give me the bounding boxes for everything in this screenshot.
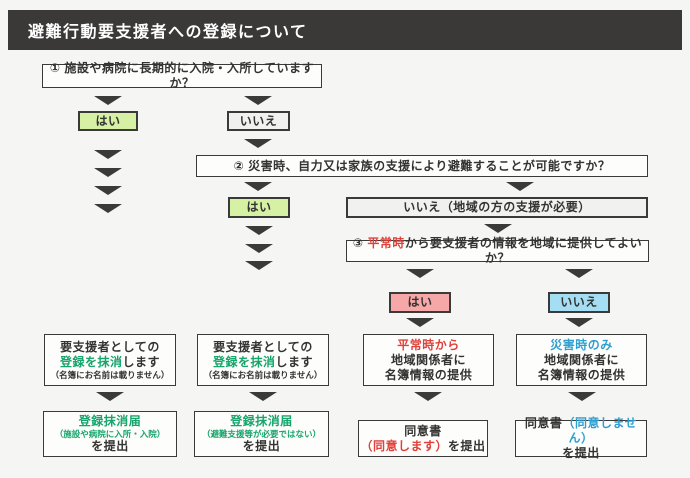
arrow-down-icon [244,96,272,105]
question-3-highlight: 平常時 [367,236,405,250]
question-3-box: ③ 平常時から要支援者の情報を地域に提供してよいか？ [346,236,649,265]
arrow-down-icon [94,186,122,195]
question-3-rest: から要支援者の情報を地域に提供してよいか？ [404,236,643,265]
outcome-green-text: 登録を抹消 [59,354,123,369]
q3-no-label: いいえ [560,295,598,309]
document-title: 登録抹消届 [78,413,142,428]
question-1-box: ① 施設や病院に長期的に入院・入所していますか？ [42,61,322,90]
outcome-cancel-2-box: 要支援者としての 登録を抹消します （名簿にお名前は載りません） [197,334,329,386]
arrow-down-icon [406,318,434,327]
arrow-down-icon [94,96,122,105]
arrow-down-icon [484,224,512,233]
arrow-down-icon [94,204,122,213]
arrow-down-icon [96,392,124,401]
outcome-rest-text: します [122,354,161,369]
arrow-down-icon [94,150,122,159]
q3-no-box: いいえ [548,292,610,313]
outcome-line: 名簿情報の提供 [384,367,473,382]
arrow-down-icon [94,168,122,177]
title-bar: 避難行動要支援者への登録について [8,10,682,50]
outcome-line: 要支援者としての [60,339,160,354]
arrow-down-icon [506,182,534,191]
document-consent-text: （同意します） [360,438,448,453]
document-cancel-1-box: 登録抹消届 （施設や病院に入所・入院） を提出 [43,411,177,457]
document-suffix: を提出 [448,438,486,453]
question-3-prefix: ③ [352,236,368,250]
document-consent-no-box: 同意書（同意しません） を提出 [515,416,647,460]
document-consent-yes-box: 同意書 （同意します）を提出 [358,420,488,457]
outcome-blue-text: 災害時のみ [550,337,613,352]
arrow-down-icon [244,139,272,148]
arrow-down-icon [245,244,273,253]
arrow-down-icon [565,269,593,278]
outcome-red-text: 平常時から [397,337,460,352]
arrow-down-icon [244,182,272,191]
q1-yes-box: はい [78,111,138,131]
arrow-down-icon [565,318,593,327]
q3-yes-label: はい [407,295,433,309]
document-title: 同意書 [524,416,563,430]
outcome-line: 地域関係者に [390,352,466,367]
arrow-down-icon [406,269,434,278]
document-line: 同意書（同意しません） [516,416,646,446]
document-suffix: を提出 [242,439,281,454]
outcome-provide-normal-box: 平常時から 地域関係者に 名簿情報の提供 [363,334,494,386]
outcome-cancel-1-box: 要支援者としての 登録を抹消します （名簿にお名前は載りません） [44,334,176,386]
outcome-rest-text: します [275,354,314,369]
document-note: （施設や病院に入所・入院） [54,428,166,439]
q1-no-box: いいえ [227,111,290,131]
q2-no-box: いいえ（地域の方の支援が必要） [346,197,648,218]
q2-no-label: いいえ（地域の方の支援が必要） [403,200,591,214]
outcome-line: 名簿情報の提供 [537,367,626,382]
document-cancel-2-box: 登録抹消届 （避難支援等が必要ではない） を提出 [194,411,329,457]
document-note: （避難支援等が必要ではない） [201,428,321,439]
arrow-down-icon [249,392,277,401]
q3-yes-box: はい [389,292,451,313]
document-line: （同意します）を提出 [360,439,485,454]
q2-yes-box: はい [228,197,290,218]
outcome-green-text: 登録を抹消 [212,354,276,369]
outcome-line: 登録を抹消します [60,355,160,370]
arrow-down-icon [245,261,273,270]
outcome-line: 地域関係者に [543,352,619,367]
document-suffix: を提出 [91,439,129,454]
page-title: 避難行動要支援者への登録について [28,24,308,41]
outcome-line: 登録を抹消します [213,355,313,370]
document-consent-text: （同意しません） [562,416,638,445]
question-2-box: ② 災害時、自力又は家族の支援により避難することが可能ですか？ [196,155,648,177]
document-title: 同意書 [404,423,442,438]
arrow-down-icon [568,392,596,401]
outcome-note: （名簿にお名前は載りません） [203,369,323,380]
question-3-text: ③ 平常時から要支援者の情報を地域に提供してよいか？ [347,236,648,266]
outcome-line: 要支援者としての [213,339,313,354]
outcome-note: （名簿にお名前は載りません） [50,369,170,380]
outcome-provide-disaster-box: 災害時のみ 地域関係者に 名簿情報の提供 [516,334,647,386]
q1-yes-label: はい [95,113,121,128]
document-title: 登録抹消届 [230,413,293,428]
question-2-text: ② 災害時、自力又は家族の支援により避難することが可能ですか？ [233,158,611,173]
arrow-down-icon [245,226,273,235]
question-1-text: ① 施設や病院に長期的に入院・入所していますか？ [49,61,315,90]
q1-no-label: いいえ [239,113,278,128]
arrow-down-icon [414,392,442,401]
document-suffix: を提出 [562,446,600,460]
q2-yes-label: はい [246,200,272,214]
